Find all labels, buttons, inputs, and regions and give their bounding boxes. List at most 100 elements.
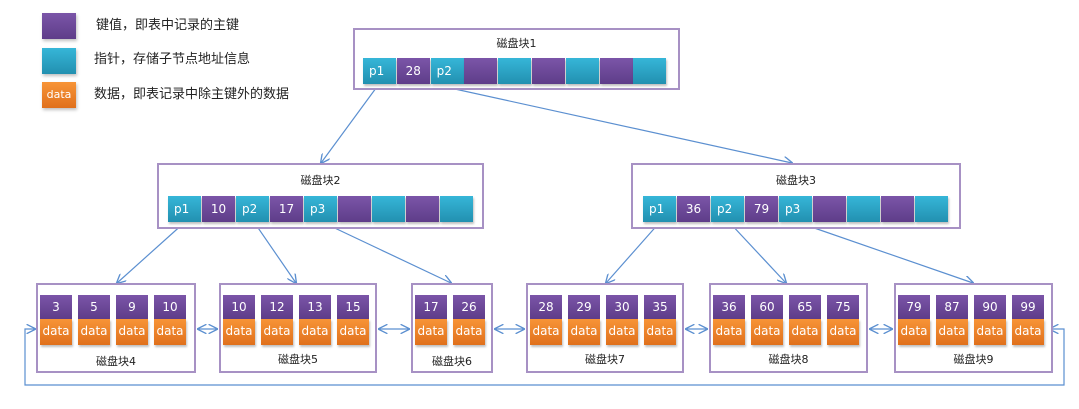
data-cell: data <box>40 319 72 345</box>
key-cell: 79 <box>898 295 930 319</box>
pointer-edge <box>117 221 186 283</box>
key-cell: 13 <box>299 295 331 319</box>
data-cell: data <box>261 319 293 345</box>
key-cell: 9 <box>116 295 148 319</box>
data-cell: data <box>415 319 447 345</box>
data-cell: data <box>1012 319 1044 345</box>
key-cell: 87 <box>936 295 968 319</box>
pointer-cell: p1 <box>363 58 396 84</box>
data-cell: data <box>644 319 676 345</box>
pointer-cell: p3 <box>779 196 812 222</box>
key-cell: 60 <box>751 295 783 319</box>
key-cell: 15 <box>337 295 369 319</box>
data-cell: data <box>789 319 821 345</box>
data-cell: data <box>713 319 745 345</box>
disk-block-title: 磁盘块1 <box>496 37 537 50</box>
legend-key-swatch <box>42 13 76 39</box>
pointer-edge <box>431 83 792 163</box>
key-cell <box>338 196 371 222</box>
pointer-cell <box>498 58 532 84</box>
key-cell: 30 <box>606 295 638 319</box>
data-cell: data <box>154 319 186 345</box>
disk-block-title: 磁盘块2 <box>300 174 341 187</box>
data-cell: data <box>974 319 1006 345</box>
key-cell: 35 <box>644 295 676 319</box>
key-cell: 17 <box>415 295 447 319</box>
key-cell: 65 <box>789 295 821 319</box>
pointer-cell <box>440 196 473 222</box>
disk-block-title: 磁盘块5 <box>278 353 318 366</box>
disk-block-title: 磁盘块3 <box>776 174 816 187</box>
data-cell: data <box>223 319 255 345</box>
legend-pointer-text: 指针，存储子节点地址信息 <box>94 52 251 67</box>
key-cell: 17 <box>270 196 303 222</box>
data-cell: data <box>936 319 968 345</box>
key-cell: 99 <box>1012 295 1044 319</box>
disk-block-title: 磁盘块6 <box>432 355 472 368</box>
pointer-cell <box>372 196 405 222</box>
pointer-edge <box>321 221 451 283</box>
pointer-cell <box>565 58 599 84</box>
pointer-cell: p3 <box>304 196 337 222</box>
data-cell: data <box>568 319 600 345</box>
key-cell: 26 <box>453 295 485 319</box>
key-cell: 5 <box>78 295 110 319</box>
disk-block-title: 磁盘块7 <box>585 353 625 366</box>
legend-data-text: 数据，即表记录中除主键外的数据 <box>94 87 290 102</box>
data-cell: data <box>751 319 783 345</box>
pointer-cell <box>915 196 948 222</box>
pointer-cell <box>847 196 880 222</box>
key-cell: 12 <box>261 295 293 319</box>
pointer-cell <box>633 58 667 84</box>
disk-block-title: 磁盘块4 <box>96 355 136 368</box>
data-cell: data <box>78 319 110 345</box>
legend-data-swatch: data <box>42 82 76 108</box>
legend-key-text: 键值，即表中记录的主键 <box>96 18 240 33</box>
pointer-edge <box>606 221 661 283</box>
pointer-cell: p1 <box>168 196 201 222</box>
pointer-cell: p2 <box>236 196 269 222</box>
leaf-ring-link <box>24 329 1065 386</box>
key-cell: 10 <box>202 196 235 222</box>
key-cell: 90 <box>974 295 1006 319</box>
data-cell: data <box>606 319 638 345</box>
key-cell: 75 <box>827 295 859 319</box>
pointer-edge <box>796 221 973 283</box>
key-cell <box>532 58 565 84</box>
data-cell: data <box>898 319 930 345</box>
disk-block-title: 磁盘块8 <box>768 353 809 366</box>
key-cell: 36 <box>713 295 745 319</box>
pointer-cell: p1 <box>643 196 676 222</box>
legend-pointer-swatch <box>42 48 76 74</box>
pointer-edge <box>728 221 786 283</box>
key-cell: 28 <box>530 295 562 319</box>
data-cell: data <box>530 319 562 345</box>
pointer-edge <box>321 83 380 163</box>
pointer-edge <box>253 221 296 283</box>
data-cell: data <box>453 319 485 345</box>
key-cell: 29 <box>568 295 600 319</box>
pointer-cell: p2 <box>711 196 744 222</box>
